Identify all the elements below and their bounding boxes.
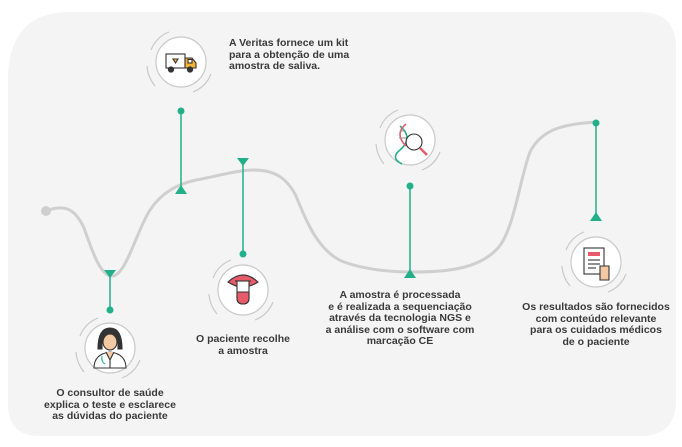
timeline-path — [44, 120, 598, 278]
connector-collect — [237, 158, 249, 258]
medical-report-icon — [583, 247, 610, 281]
dna-magnifier-icon — [394, 123, 428, 165]
timeline-start-dot — [41, 206, 51, 216]
connector-kit — [175, 107, 187, 194]
background-panel — [8, 12, 676, 436]
step-collect-text: O paciente recolhe a amostra — [196, 333, 290, 357]
connector-results — [590, 119, 602, 221]
connector-process — [404, 182, 416, 278]
saliva-tube-icon — [227, 274, 259, 305]
step-results-text: Os resultados são fornecidos com conteúd… — [522, 301, 670, 348]
step-consult-text: O consultor de saúde explica o teste e e… — [44, 387, 176, 422]
step-kit-text: A Veritas fornece um kit para a obtenção… — [229, 37, 350, 72]
connector-consult — [104, 270, 116, 314]
doctor-icon — [93, 327, 127, 369]
step-process-text: A amostra é processada e é realizada a s… — [325, 289, 475, 347]
delivery-truck-icon — [165, 53, 197, 73]
